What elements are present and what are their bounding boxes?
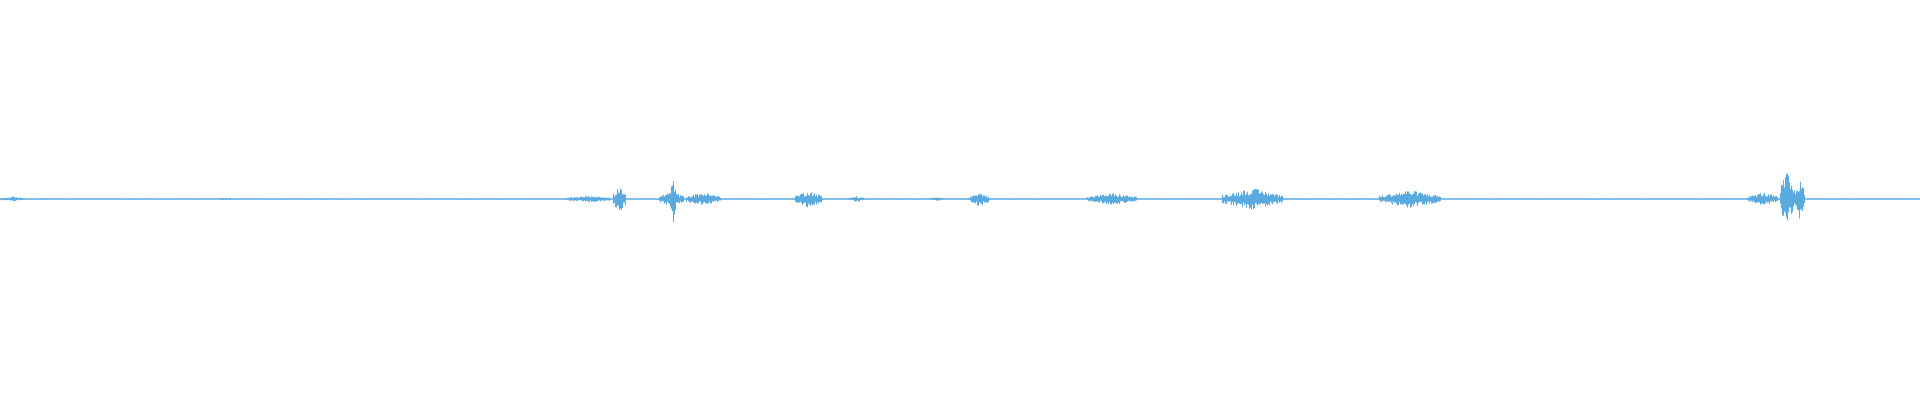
- waveform-burst-2: [211, 198, 240, 200]
- waveform-burst-3: [566, 197, 611, 201]
- waveform-burst-5: [658, 195, 684, 203]
- waveform-burst-14: [1378, 194, 1440, 204]
- waveform-burst-15: [1747, 195, 1778, 203]
- waveform-burst-11: [969, 195, 989, 203]
- waveform-burst-16: [1779, 184, 1794, 214]
- waveform-burst-8: [794, 194, 822, 204]
- waveform-burst-4: [612, 192, 626, 206]
- waveform-burst-13: [1221, 193, 1283, 205]
- waveform-burst-17: [1793, 189, 1805, 209]
- waveform-burst-7: [685, 195, 720, 203]
- waveform-burst-1: [0, 197, 25, 201]
- waveform-burst-6: [670, 187, 676, 211]
- waveform-trace: [0, 173, 1920, 222]
- waveform-burst-12: [1086, 196, 1137, 202]
- waveform-burst-10: [929, 198, 945, 200]
- waveform-burst-9: [848, 197, 864, 201]
